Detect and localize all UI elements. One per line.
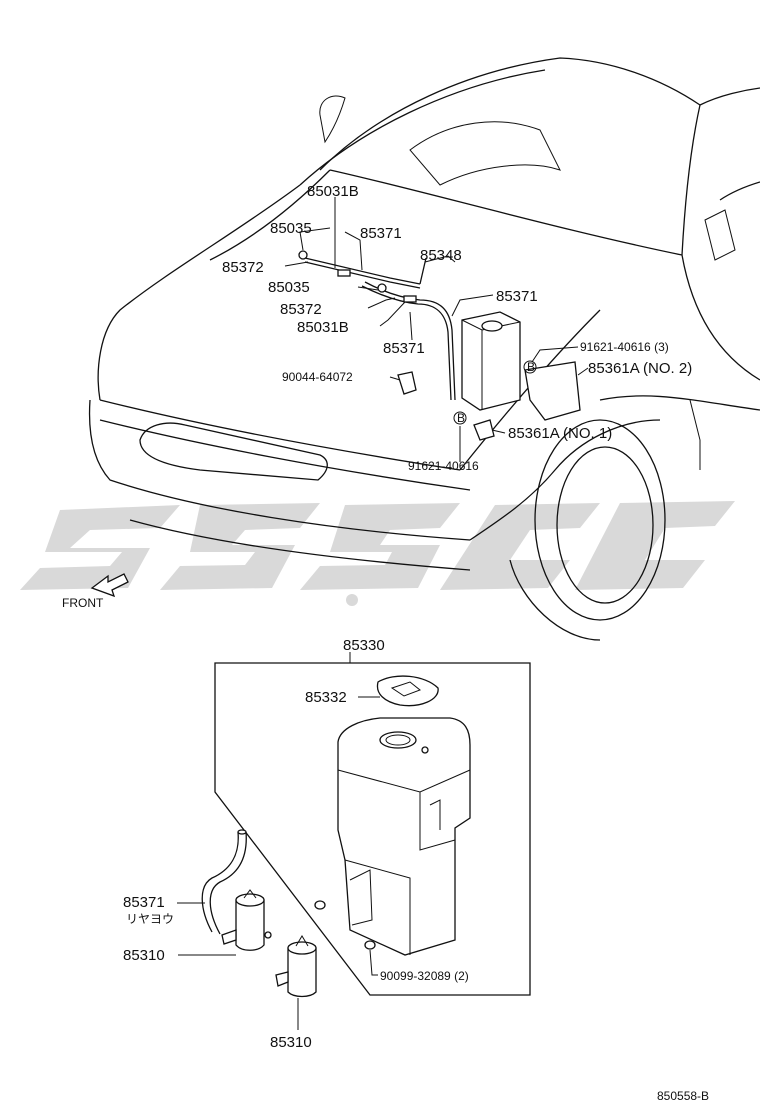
bracket-85361A-no2: [524, 361, 581, 421]
bolt-marker-b1: B: [527, 360, 535, 374]
exploded-view-box: [214, 652, 531, 996]
hose-85371: [177, 829, 247, 935]
label-85372-b: 85372: [280, 301, 322, 318]
grommet-90099: [314, 900, 378, 976]
label-85310-a: 85310: [123, 947, 165, 964]
label-85371-jp: リヤヨウ: [126, 912, 174, 926]
label-85361A-no2: 85361A (NO. 2): [588, 360, 692, 377]
label-85035-b: 85035: [268, 279, 310, 296]
label-91621-3: 91621-40616 (3): [580, 340, 669, 354]
label-85332: 85332: [305, 689, 347, 706]
cap-85332: [358, 675, 439, 707]
label-85371-d: 85371: [123, 894, 165, 911]
connector-85031B-top: [337, 269, 351, 277]
label-85310-b: 85310: [270, 1034, 312, 1051]
pump-85310-b: [275, 935, 317, 998]
front-arrow-icon: [90, 573, 129, 598]
label-90044: 90044-64072: [282, 370, 353, 384]
label-85371-a: 85371: [360, 225, 402, 242]
leader-lines: [284, 197, 589, 462]
pump-85310-a: [221, 889, 272, 951]
watermark-logo: [20, 501, 735, 606]
part-labels: 85031B 85035 85371 85348 85372 85371 850…: [62, 183, 709, 1103]
nozzle-85035-mid: [377, 283, 387, 293]
washer-hoses: [298, 250, 456, 401]
label-90099: 90099-32089 (2): [380, 969, 469, 983]
label-front: FRONT: [62, 596, 104, 610]
label-85031B-b: 85031B: [297, 319, 349, 336]
connector-85031B: [403, 295, 417, 303]
clamp-90044: [397, 371, 417, 395]
label-85372-a: 85372: [222, 259, 264, 276]
bracket-85361A-no1: [473, 419, 495, 441]
label-85371-b: 85371: [496, 288, 538, 305]
nozzle-85035-top: [298, 250, 308, 260]
washer-tank: [337, 717, 471, 956]
label-91621: 91621-40616: [408, 459, 479, 473]
bolt-marker-b2: B: [457, 411, 465, 425]
label-85035-top: 85035: [270, 220, 312, 237]
reservoir-installed: [397, 311, 581, 441]
label-85348: 85348: [420, 247, 462, 264]
label-85361A-no1: 85361A (NO. 1): [508, 425, 612, 442]
label-85031B-top: 85031B: [307, 183, 359, 200]
car-body-outline: [88, 57, 760, 641]
diagram-code: 850558-B: [657, 1089, 709, 1103]
label-85330: 85330: [343, 637, 385, 654]
label-85371-c: 85371: [383, 340, 425, 357]
